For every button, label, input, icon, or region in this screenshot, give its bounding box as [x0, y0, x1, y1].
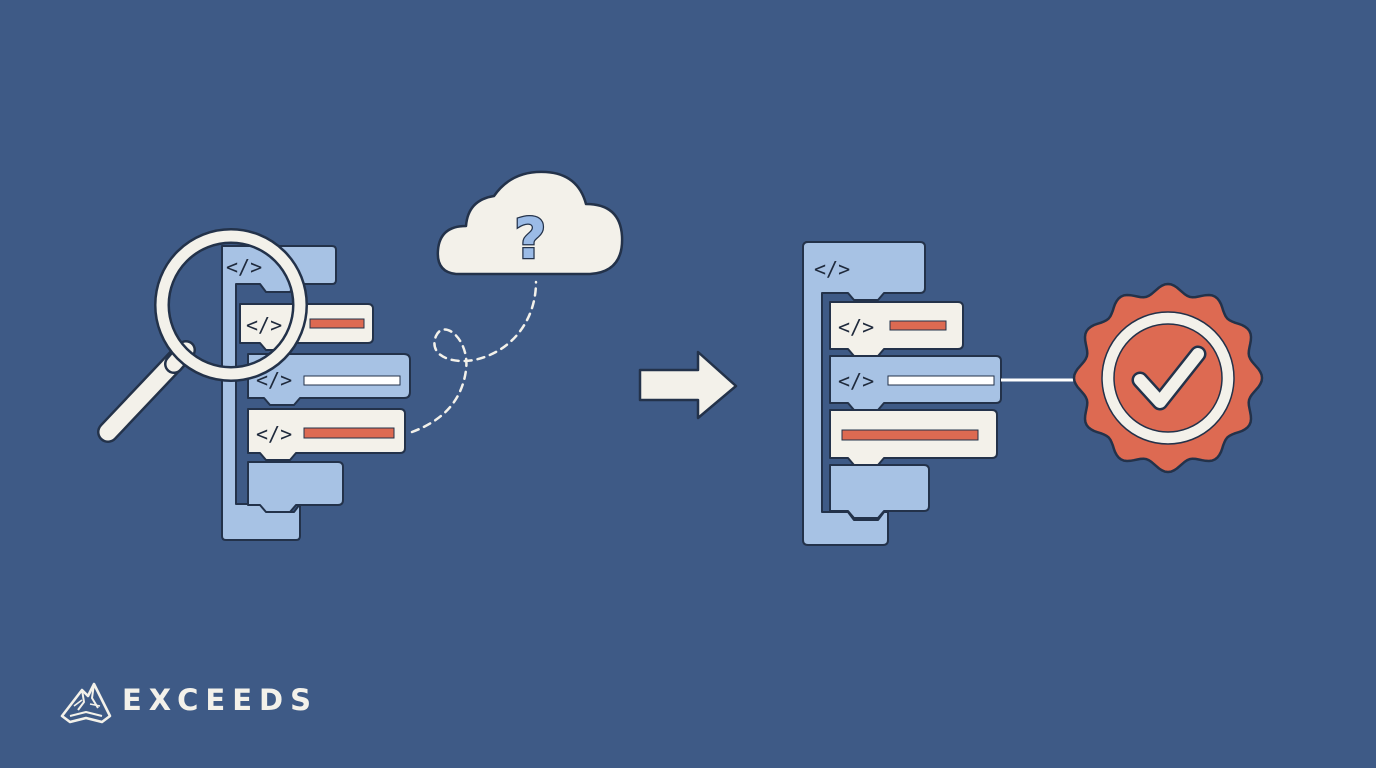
- right-code-row-4: [829, 464, 930, 519]
- verified-check-badge-icon: [1072, 282, 1264, 474]
- right-row-1-red-bar: [889, 320, 947, 331]
- left-code-row-4: [247, 461, 344, 513]
- magnifying-glass-icon: [97, 228, 308, 443]
- left-row-1-red-bar: [309, 318, 365, 329]
- right-code-tag-top: </>: [814, 257, 850, 281]
- left-code-tag-row-1: </>: [246, 313, 282, 337]
- left-code-stack: </> </> </> </>: [221, 245, 411, 541]
- right-code-tag-row-2: </>: [838, 369, 874, 393]
- right-row-3-red-bar: [841, 429, 979, 441]
- left-code-row-3: </>: [247, 408, 406, 461]
- mountain-logo-icon: [60, 682, 112, 724]
- right-code-row-2: </>: [829, 355, 1002, 411]
- right-code-row-1: </>: [829, 301, 964, 357]
- question-mark: ?: [514, 207, 546, 272]
- left-row-3-red-bar: [303, 427, 395, 439]
- left-row-2-white-bar: [303, 375, 401, 386]
- left-code-spine: [221, 245, 337, 541]
- left-code-row-2: </>: [247, 353, 411, 406]
- cloud-question-icon: ?: [436, 170, 624, 276]
- right-code-tag-row-1: </>: [838, 315, 874, 339]
- arrow-right-icon: [638, 350, 738, 420]
- left-code-tag-row-3: </>: [256, 422, 292, 446]
- right-code-stack: </> </> </>: [802, 241, 1002, 546]
- right-code-row-3: [829, 409, 998, 466]
- badge-inner-ring: [1102, 312, 1234, 444]
- dashed-connector-line: [410, 280, 538, 434]
- brand-logo: EXCEEDS: [60, 676, 318, 724]
- right-row-2-white-bar: [887, 375, 995, 386]
- right-code-spine: [802, 241, 926, 546]
- left-code-tag-top: </>: [226, 255, 262, 279]
- brand-name: EXCEEDS: [122, 683, 318, 717]
